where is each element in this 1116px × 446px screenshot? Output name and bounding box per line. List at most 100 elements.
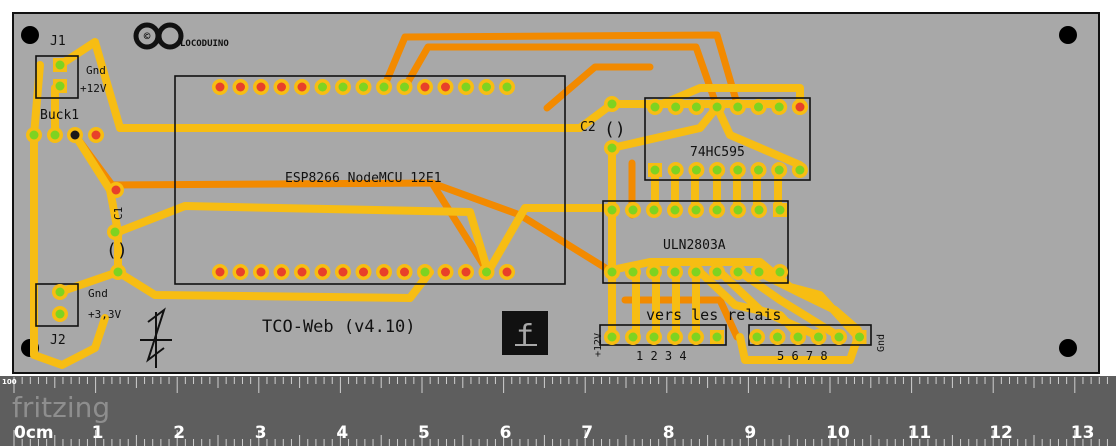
pad	[646, 329, 662, 345]
pad	[108, 182, 124, 198]
ruler-top-label: 100	[2, 378, 17, 386]
pad	[294, 264, 310, 280]
pad	[709, 202, 725, 218]
header-right-outline	[748, 324, 872, 346]
label-33v: +3,3V	[88, 308, 121, 321]
c2-symbol: ()	[604, 119, 626, 140]
pad	[355, 264, 372, 280]
label-gnd-header: Gnd	[876, 334, 887, 352]
ruler-mark: 8	[663, 423, 675, 443]
pad	[212, 264, 228, 280]
pad	[667, 99, 684, 115]
pad	[604, 140, 620, 156]
pad	[730, 202, 746, 218]
pad	[478, 264, 495, 280]
pad	[773, 203, 787, 217]
pad	[47, 127, 63, 143]
pad	[376, 264, 392, 280]
pad	[667, 264, 683, 280]
pad	[314, 264, 331, 280]
pad	[709, 162, 726, 178]
pad	[53, 79, 67, 93]
pad	[709, 99, 726, 115]
pad	[253, 264, 269, 280]
pad	[67, 127, 83, 143]
ruler-mark: 13	[1071, 423, 1095, 443]
pad	[232, 264, 249, 280]
pad	[646, 202, 662, 218]
pad	[852, 330, 867, 344]
label-gnd1: Gnd	[86, 64, 106, 77]
pad	[417, 264, 433, 280]
pad	[729, 162, 746, 178]
power-symbol-icon	[140, 307, 172, 368]
pad	[749, 329, 765, 345]
pad	[478, 79, 495, 95]
pad	[688, 162, 705, 178]
pad	[750, 99, 767, 115]
pad	[688, 99, 705, 115]
label-uln2803a: ULN2803A	[663, 238, 726, 253]
pad	[376, 79, 392, 95]
pad	[791, 162, 808, 178]
pad	[314, 79, 331, 95]
uln-outline	[602, 200, 789, 284]
label-c1: C1	[112, 207, 125, 220]
pad	[648, 163, 662, 177]
svg-text:©: ©	[144, 30, 151, 43]
pad	[710, 330, 724, 344]
ruler-unit: 0cm	[14, 423, 54, 443]
label-c2: C2	[580, 120, 596, 135]
label-esp: ESP8266 NodeMCU 12E1	[285, 171, 442, 186]
label-j2: J2	[50, 333, 66, 348]
pad	[647, 99, 663, 115]
pad	[625, 202, 641, 218]
pad	[273, 264, 290, 280]
pad	[792, 99, 808, 115]
label-12v-header: +12V	[593, 333, 604, 357]
label-buck: Buck1	[40, 108, 79, 123]
pads	[26, 58, 867, 345]
ruler-mark: 10	[826, 423, 850, 443]
ruler-mark: 9	[744, 423, 756, 443]
pad	[335, 79, 351, 95]
label-12v: +12V	[80, 82, 107, 95]
pad	[52, 284, 68, 300]
pad	[751, 202, 767, 218]
label-pins-5-8: 5 6 7 8	[777, 349, 828, 363]
pad	[253, 79, 269, 95]
hc595-outline	[644, 97, 811, 181]
ruler-mark: 3	[255, 423, 267, 443]
pad	[458, 264, 474, 280]
ruler-mark: 12	[989, 423, 1013, 443]
pad	[730, 264, 746, 280]
pad	[771, 99, 788, 115]
label-74hc595: 74HC595	[690, 145, 745, 160]
locoduino-logo: © LOCODUINO	[133, 22, 229, 50]
pad	[667, 202, 683, 218]
pad	[26, 127, 42, 143]
pad	[604, 329, 620, 345]
pad	[771, 162, 788, 178]
pad	[772, 264, 788, 280]
pad	[273, 79, 290, 95]
label-relais: vers les relais	[646, 306, 781, 324]
pad	[499, 79, 515, 95]
pad	[688, 329, 704, 345]
pad	[107, 224, 123, 240]
pad	[232, 79, 249, 95]
board-title: TCO-Web (v4.10)	[262, 317, 416, 337]
label-pins-1-4: 1 2 3 4	[636, 349, 687, 363]
pad	[396, 264, 413, 280]
pad	[688, 202, 704, 218]
ruler-mark: 7	[581, 423, 593, 443]
ruler-mark: 1	[92, 423, 104, 443]
pad	[769, 329, 786, 345]
esp-outline	[174, 75, 566, 285]
pad	[458, 79, 474, 95]
pad	[751, 264, 767, 280]
pad	[729, 99, 746, 115]
pad	[335, 264, 351, 280]
pad	[110, 264, 126, 280]
